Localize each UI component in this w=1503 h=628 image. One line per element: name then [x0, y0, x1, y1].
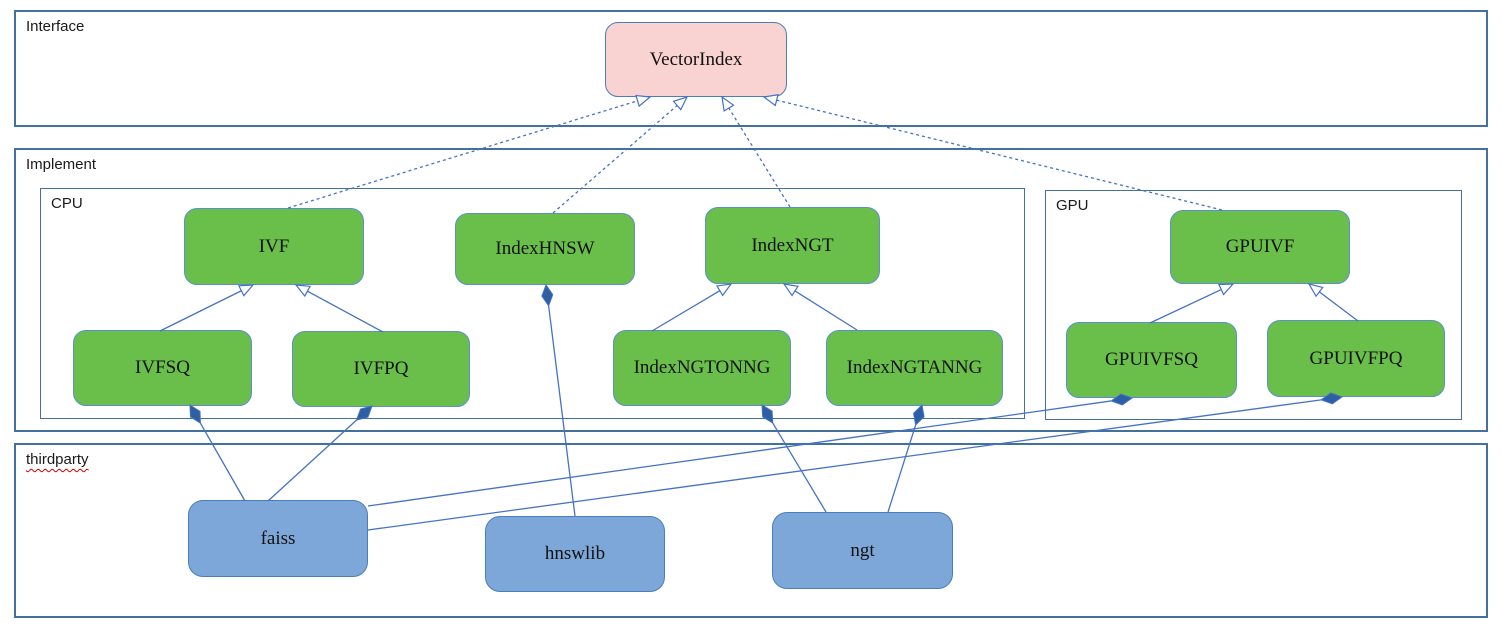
- node-gpuivfpq-label: GPUIVFPQ: [1309, 347, 1403, 369]
- node-ivfpq: IVFPQ: [292, 331, 470, 407]
- node-indexngtonng-label: IndexNGTONNG: [633, 357, 771, 378]
- section-implement-label: Implement: [26, 156, 97, 173]
- node-ngt-label: ngt: [850, 539, 875, 561]
- node-faiss: faiss: [188, 500, 368, 577]
- node-indexngtanng: IndexNGTANNG: [826, 330, 1003, 406]
- node-faiss-label: faiss: [260, 527, 296, 549]
- node-ivfpq-label: IVFPQ: [353, 358, 409, 379]
- node-gpuivfsq-label: GPUIVFSQ: [1105, 349, 1198, 370]
- node-gpuivfsq: GPUIVFSQ: [1066, 322, 1237, 398]
- node-indexngtanng-label: IndexNGTANNG: [846, 357, 983, 378]
- section-thirdparty-label: thirdparty: [26, 451, 89, 468]
- node-hnswlib-label: hnswlib: [544, 543, 606, 564]
- section-interface-label: Interface: [26, 18, 85, 35]
- node-gpuivf: GPUIVF: [1170, 210, 1350, 284]
- node-ivf: IVF: [184, 208, 364, 285]
- node-ivfsq: IVFSQ: [73, 330, 252, 406]
- node-indexhnsw-label: IndexHNSW: [495, 238, 595, 259]
- section-cpu-label: CPU: [51, 195, 83, 212]
- node-indexngt: IndexNGT: [705, 207, 880, 284]
- node-vectorindex-label: VectorIndex: [649, 48, 743, 70]
- node-indexngtonng: IndexNGTONNG: [613, 330, 791, 406]
- node-gpuivfpq: GPUIVFPQ: [1267, 320, 1445, 397]
- node-indexhnsw: IndexHNSW: [455, 213, 635, 285]
- node-ngt: ngt: [772, 512, 953, 589]
- section-gpu-label: GPU: [1056, 197, 1089, 214]
- node-ivf-label: IVF: [258, 235, 290, 257]
- node-ivfsq-label: IVFSQ: [135, 357, 190, 378]
- node-hnswlib: hnswlib: [485, 516, 665, 592]
- node-vectorindex: VectorIndex: [605, 22, 787, 97]
- node-gpuivf-label: GPUIVF: [1225, 236, 1295, 257]
- node-indexngt-label: IndexNGT: [751, 234, 834, 256]
